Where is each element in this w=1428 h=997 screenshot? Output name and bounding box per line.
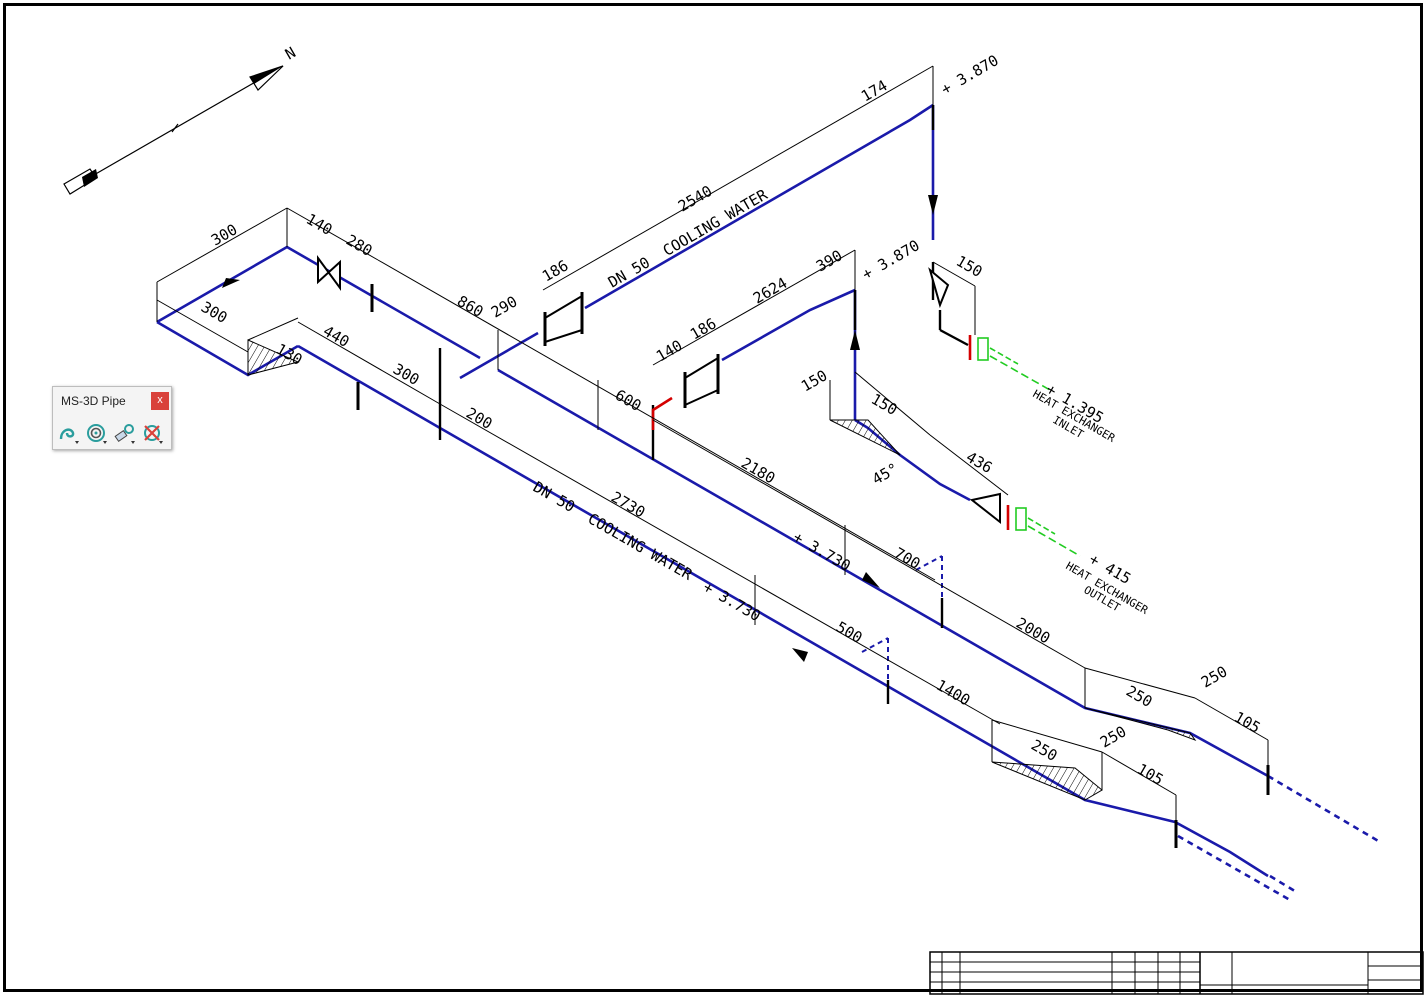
angle-label: 45° [869, 459, 901, 488]
dim-860: 860 [454, 292, 486, 321]
dim-436: 436 [963, 448, 995, 477]
dim-500: 500 [833, 618, 865, 647]
dim-174: 174 [858, 76, 890, 105]
dim-186-mid: 186 [687, 314, 719, 343]
pipe-delete-icon[interactable] [141, 421, 165, 445]
north-arrow: N [63, 43, 299, 195]
annotations: DN 50 COOLING WATER DN 50 COOLING WATER … [530, 51, 1151, 625]
pipe-network [156, 103, 1381, 902]
dimension-lines [156, 65, 1269, 822]
dim-290: 290 [488, 292, 520, 321]
dim-300-mid: 300 [390, 360, 422, 389]
elevation-upper-run: + 3.730 [790, 528, 854, 575]
palette-title: MS-3D Pipe [61, 394, 126, 408]
dim-150-left: 150 [798, 366, 830, 395]
dim-186-upper: 186 [539, 256, 571, 285]
ms-3d-pipe-palette[interactable]: MS-3D Pipe x [52, 386, 172, 450]
dim-250-upper-right: 250 [1198, 662, 1230, 691]
dim-1400: 1400 [933, 676, 973, 710]
dim-140-top: 140 [303, 210, 335, 239]
dim-105-lower: 105 [1134, 760, 1166, 789]
valves [317, 254, 1270, 848]
dim-105-upper: 105 [1231, 708, 1263, 737]
dim-300-left: 300 [198, 298, 230, 327]
palette-close-button[interactable]: x [151, 392, 169, 410]
pipe-edit-icon[interactable] [113, 421, 137, 445]
dim-2000: 2000 [1013, 614, 1053, 648]
dim-140-mid: 140 [653, 336, 685, 365]
elevation-lower-run: + 3.730 [700, 578, 764, 625]
pipe-route-icon[interactable] [57, 421, 81, 445]
dim-2624: 2624 [750, 274, 790, 308]
dim-200: 200 [463, 404, 495, 433]
palette-tools [57, 421, 165, 445]
title-block [929, 951, 1424, 995]
dim-2180: 2180 [738, 454, 778, 488]
elevation-top-right: + 3.870 [938, 51, 1002, 98]
dim-250-lower-left: 250 [1028, 736, 1060, 765]
dim-300-top: 300 [208, 220, 240, 249]
hatched-offsets [247, 339, 1197, 801]
north-label: N [282, 43, 299, 63]
heat-exchanger-connections [977, 337, 1081, 557]
dim-250-lower-right: 250 [1097, 722, 1129, 751]
pipe-spiral-icon[interactable] [85, 421, 109, 445]
dim-2730: 2730 [608, 488, 648, 522]
flange-connections [651, 335, 1010, 530]
elevation-middle: + 3.870 [859, 236, 923, 283]
dim-150-right: 150 [868, 390, 900, 419]
dim-2540: 2540 [675, 182, 715, 216]
flow-arrows [222, 195, 938, 662]
drawing-frame [3, 3, 1423, 992]
dim-440: 440 [320, 322, 352, 351]
